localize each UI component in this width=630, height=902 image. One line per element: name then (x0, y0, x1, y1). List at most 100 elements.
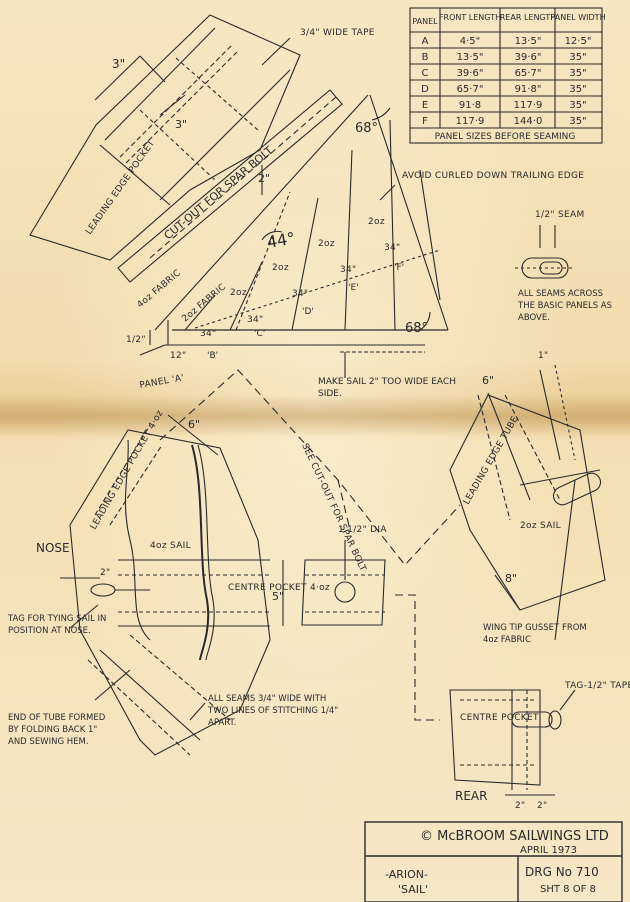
label-dim-2a: 2" (515, 801, 525, 811)
dashed-outline-centre (159, 369, 461, 721)
table-cell: 35" (569, 116, 586, 127)
label-dim-2b: 2" (537, 801, 547, 811)
label-dim-6-right: 6" (482, 374, 494, 387)
label-dim-2: 2" (258, 172, 270, 185)
label-cutout-spar-bolt: CUT-OUT FOR SPAR BOLT (162, 144, 276, 243)
table-header-front: FRONT LENGTH (439, 13, 501, 22)
rear-pocket (449, 689, 576, 796)
label-dim-5: 5" (272, 590, 284, 603)
title-project-a: -ARION- (385, 868, 428, 881)
label-2oz-2: 2oz (272, 263, 289, 273)
label-dim-half: 1/2" (126, 335, 146, 345)
table-caption: PANEL SIZES BEFORE SEAMING (435, 132, 576, 142)
table-cells: A 4·5" 13·5" 12·5" B 13·5" 39·6" 35" C 39·6" 65·7"… (421, 36, 591, 127)
label-seam-half: 1/2" SEAM (535, 210, 585, 220)
table-cell: 13·5" (457, 52, 484, 63)
label-3-outer: 3" (112, 57, 125, 71)
label-rear: REAR (455, 789, 487, 803)
label-34-3: 34" (292, 289, 309, 299)
table-cell: 12·5" (565, 36, 592, 47)
label-all-seams-wide: ALL SEAMS 3/4" WIDE WITH TWO LINES OF ST… (208, 694, 338, 728)
label-dim-8: 8" (505, 572, 517, 585)
table-cell: 65·7" (515, 68, 542, 79)
label-4oz-fabric: 4oz FABRIC (136, 268, 184, 310)
label-34-1: 34" (200, 329, 217, 339)
label-panel-f: 'F' (394, 263, 404, 273)
label-centre-pocket: CENTRE POCKET (460, 713, 539, 723)
table-cell: E (422, 100, 428, 111)
table-cell: 144·0 (514, 116, 543, 127)
panel-sizes-table (409, 7, 603, 144)
label-angle-top: 68° (355, 121, 378, 136)
title-company: © McBROOM SAILWINGS LTD (420, 829, 609, 844)
label-all-seams-across: ALL SEAMS ACROSS THE BASIC PANELS AS ABO… (518, 289, 612, 323)
table-cell: 4·5" (460, 36, 481, 47)
label-end-tube: END OF TUBE FORMED BY FOLDING BACK 1" AN… (8, 713, 105, 747)
label-nose: NOSE (36, 541, 70, 555)
table-cell: 91·8 (459, 100, 481, 111)
table-cell: C (422, 68, 429, 79)
label-see-cutout: SEE CUT-OUT FOR SPAR BOLT (299, 442, 367, 573)
label-dim-6-left: 6" (188, 418, 200, 431)
label-leading-edge-pocket-4oz: LEADING EDGE POCKET 4·oz (89, 409, 166, 532)
title-block-frame (364, 821, 623, 902)
label-sail-2oz: 2oz SAIL (520, 521, 561, 531)
table-header-width: PANEL WIDTH (550, 13, 605, 22)
label-tape-wide: 3/4" WIDE TAPE (300, 28, 375, 38)
label-tag-tape: TAG-1/2" TAPE (564, 681, 630, 691)
table-cell: A (422, 36, 429, 47)
table-cell: 117·9 (456, 116, 485, 127)
label-4oz-sail: 4oz SAIL (150, 541, 191, 551)
label-2oz-fabric-small: 2oz FABRIC (181, 282, 229, 324)
label-angle-44: 44° (265, 228, 296, 252)
table-cell: 35" (569, 52, 586, 63)
wing-tip-assembly (449, 364, 606, 641)
label-leading-edge-pocket-top: LEADING EDGE POCKET (84, 138, 157, 236)
table-cell: 117·9 (514, 100, 543, 111)
label-centre-pocket-4oz: CENTRE POCKET 4·oz (228, 583, 330, 593)
label-panel-e: 'E' (348, 283, 359, 293)
label-panel-a: PANEL 'A' (139, 373, 185, 391)
label-panel-b: 'B' (207, 351, 218, 361)
centre-bolt-pocket (301, 540, 386, 626)
label-34-4: 34" (340, 265, 357, 275)
table-cell: 91·8" (515, 84, 542, 95)
label-panel-c: 'C' (254, 329, 265, 339)
label-34-2: 34" (247, 315, 264, 325)
top-leading-edge-pocket (29, 14, 343, 283)
top-sail-panels (139, 94, 449, 378)
label-panel-d: 'D' (302, 307, 314, 317)
table-cell: 35" (569, 84, 586, 95)
table-cell: 35" (569, 68, 586, 79)
table-cell: F (422, 116, 428, 127)
table-cell: 65·7" (457, 84, 484, 95)
title-drawing-no: DRG No 710 (525, 865, 599, 879)
title-date: APRIL 1973 (520, 845, 577, 856)
table-header-rear: REAR LENGTH (500, 13, 557, 22)
nose-assembly (60, 414, 284, 756)
label-avoid-curled: AVOID CURLED DOWN TRAILING EDGE (402, 171, 584, 181)
label-3-inner: 3" (175, 118, 187, 131)
table-cell: 13·5" (515, 36, 542, 47)
title-project-b: 'SAIL' (398, 883, 428, 896)
label-dim-12: 12" (170, 351, 187, 361)
label-make-sail: MAKE SAIL 2" TOO WIDE EACH SIDE. (318, 377, 456, 399)
table-cell: B (422, 52, 429, 63)
label-2oz-4: 2oz (368, 217, 385, 227)
label-dim-1-right: 1" (538, 351, 548, 361)
table-cell: 39·6" (457, 68, 484, 79)
label-2oz-3: 2oz (318, 239, 335, 249)
label-34-5: 34" (384, 243, 401, 253)
label-tag-tying: TAG FOR TYING SAIL IN POSITION AT NOSE. (8, 614, 106, 636)
table-cell: D (421, 84, 429, 95)
table-cell: 39·6" (515, 52, 542, 63)
paper-fold (0, 395, 630, 437)
label-wing-tip: WING TIP GUSSET FROM 4oz FABRIC (483, 623, 587, 645)
seam-symbol (515, 225, 575, 279)
label-dia: 1 1/2" DIA (338, 525, 387, 535)
label-angle-bottom: 68° (405, 321, 428, 336)
table-header-panel: PANEL (412, 17, 438, 26)
table-cell: 35" (569, 100, 586, 111)
